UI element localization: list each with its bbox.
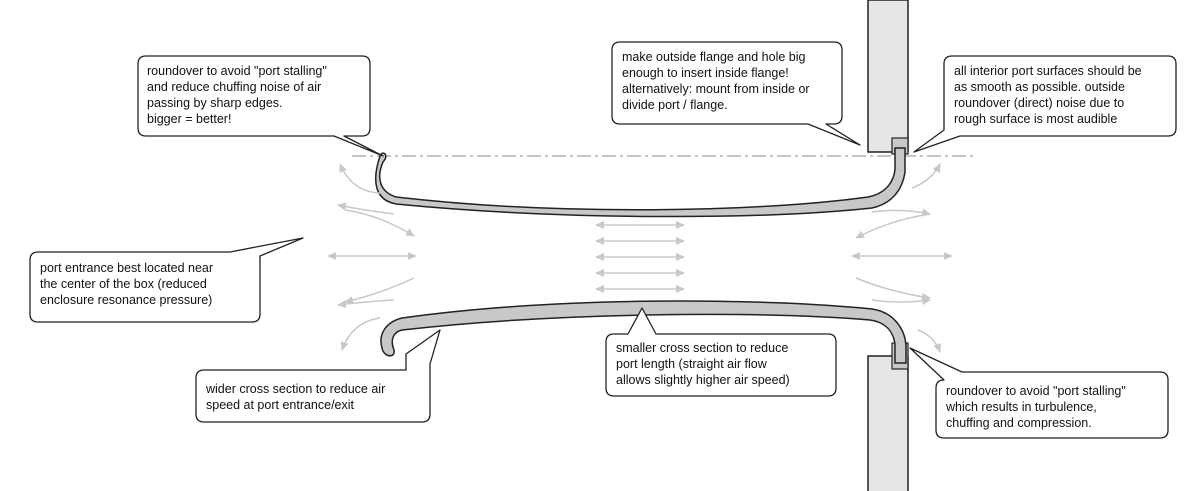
callout-bubble-roundover-bottom (909, 347, 1169, 439)
flow-arrow (855, 213, 931, 239)
callout-bubble-port-entrance (29, 237, 304, 323)
port-wall-bottom (380, 300, 907, 364)
flow-arrow (344, 209, 415, 237)
flow-arrow (871, 208, 931, 217)
flow-arrow (339, 163, 381, 194)
flow-arrow (917, 329, 941, 353)
flow-arrow (855, 277, 931, 301)
port-wall-top (374, 147, 906, 218)
wall-lower (867, 355, 909, 491)
callout-bubble-smaller-cross (605, 307, 837, 397)
wall-upper (867, 0, 909, 153)
flow-arrow (911, 163, 941, 189)
flow-arrow (337, 202, 395, 215)
flow-arrow (340, 317, 381, 351)
flow-arrow (871, 297, 931, 306)
callout-bubble-outside-flange (611, 41, 861, 146)
callout-bubbles (29, 41, 1177, 439)
callout-bubble-roundover-top (137, 55, 384, 157)
air-flow-arrows (327, 163, 953, 353)
flow-arrow (337, 299, 395, 308)
flow-arrow (344, 277, 415, 305)
enclosure-wall (867, 0, 909, 491)
callout-bubble-interior-surfaces (913, 55, 1177, 153)
callout-bubble-wider-cross (195, 329, 441, 423)
